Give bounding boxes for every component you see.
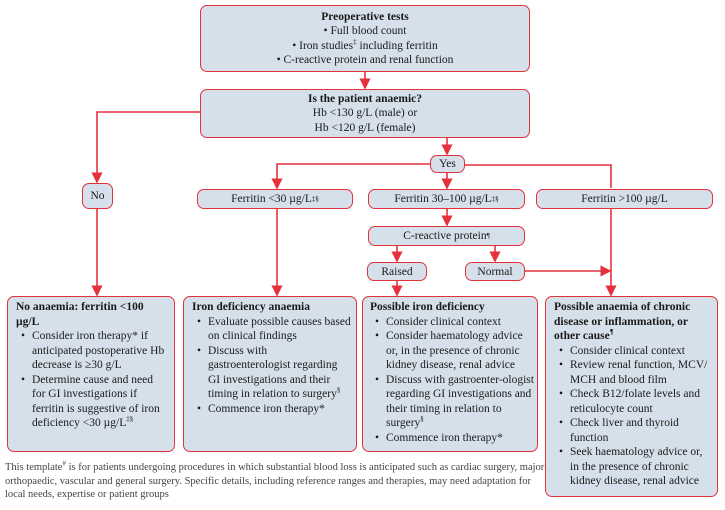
list-item: Check liver and thyroid function <box>559 416 712 445</box>
arrow-anaemic-to-no <box>91 111 200 184</box>
anaemic-question-box: Is the patient anaemic? Hb <130 g/L (mal… <box>200 89 530 138</box>
list-item: Determine cause and need for GI investig… <box>21 373 169 431</box>
no-node: No <box>82 183 113 209</box>
chronic-title: Possible anaemia of chronic disease or i… <box>554 301 691 342</box>
anaemic-female-threshold: Hb <120 g/L (female) <box>314 121 416 134</box>
list-item: Commence iron therapy* <box>197 402 351 417</box>
list-item: Commence iron therapy* <box>375 431 534 446</box>
list-item: Discuss with gastroenterologist regardin… <box>197 344 351 402</box>
iron-deficiency-anaemia-box: Iron deficiency anaemia Evaluate possibl… <box>183 296 357 452</box>
no-anaemia-box: No anaemia: ferritin <100 µg/L Consider … <box>7 296 175 452</box>
list-item: Consider iron therapy* if anticipated po… <box>21 329 169 373</box>
yes-node: Yes <box>430 155 465 173</box>
preop-item: • C-reactive protein and renal function <box>276 54 454 66</box>
list-item: Consider clinical context <box>375 315 534 330</box>
possible-iron-title: Possible iron deficiency <box>370 301 485 313</box>
preop-title: Preoperative tests <box>321 10 409 23</box>
ferritin-low-node: Ferritin <30 µg/L‡§ <box>197 189 353 209</box>
anaemic-title: Is the patient anaemic? <box>307 92 423 105</box>
list-item: Evaluate possible causes based on clinic… <box>197 315 351 344</box>
list-item: Consider haematology advice or, in the p… <box>375 329 534 373</box>
ferritin-high-node: Ferritin >100 µg/L <box>536 189 713 209</box>
list-item: Discuss with gastroenter-ologist regardi… <box>375 373 534 431</box>
preop-item: • Iron studies‡ including ferritin <box>292 37 438 52</box>
list-item: Consider clinical context <box>559 344 712 359</box>
possible-iron-deficiency-box: Possible iron deficiency Consider clinic… <box>362 296 538 452</box>
chronic-disease-box: Possible anaemia of chronic disease or i… <box>545 296 718 497</box>
anaemic-male-threshold: Hb <130 g/L (male) or <box>312 107 418 120</box>
iron-deficiency-title: Iron deficiency anaemia <box>192 301 310 313</box>
crp-raised-node: Raised <box>367 262 427 281</box>
crp-node: C-reactive protein¶ <box>368 226 525 246</box>
arrow-yes-to-high <box>465 164 612 188</box>
arrow-yes-to-low <box>271 163 430 190</box>
crp-normal-node: Normal <box>465 262 525 281</box>
list-item: Review renal function, MCV/ MCH and bloo… <box>559 358 712 387</box>
preop-item: • Full blood count <box>323 25 407 37</box>
list-item: Seek haematology advice or, in the prese… <box>559 445 712 489</box>
footnote: This template# is for patients undergoin… <box>5 459 545 500</box>
no-anaemia-title: No anaemia: ferritin <100 µg/L <box>16 301 144 328</box>
list-item: Check B12/folate levels and reticulocyte… <box>559 387 712 416</box>
ferritin-mid-node: Ferritin 30–100 µg/L‡§ <box>368 189 525 209</box>
preoperative-tests-box: Preoperative tests • Full blood count • … <box>200 5 530 72</box>
